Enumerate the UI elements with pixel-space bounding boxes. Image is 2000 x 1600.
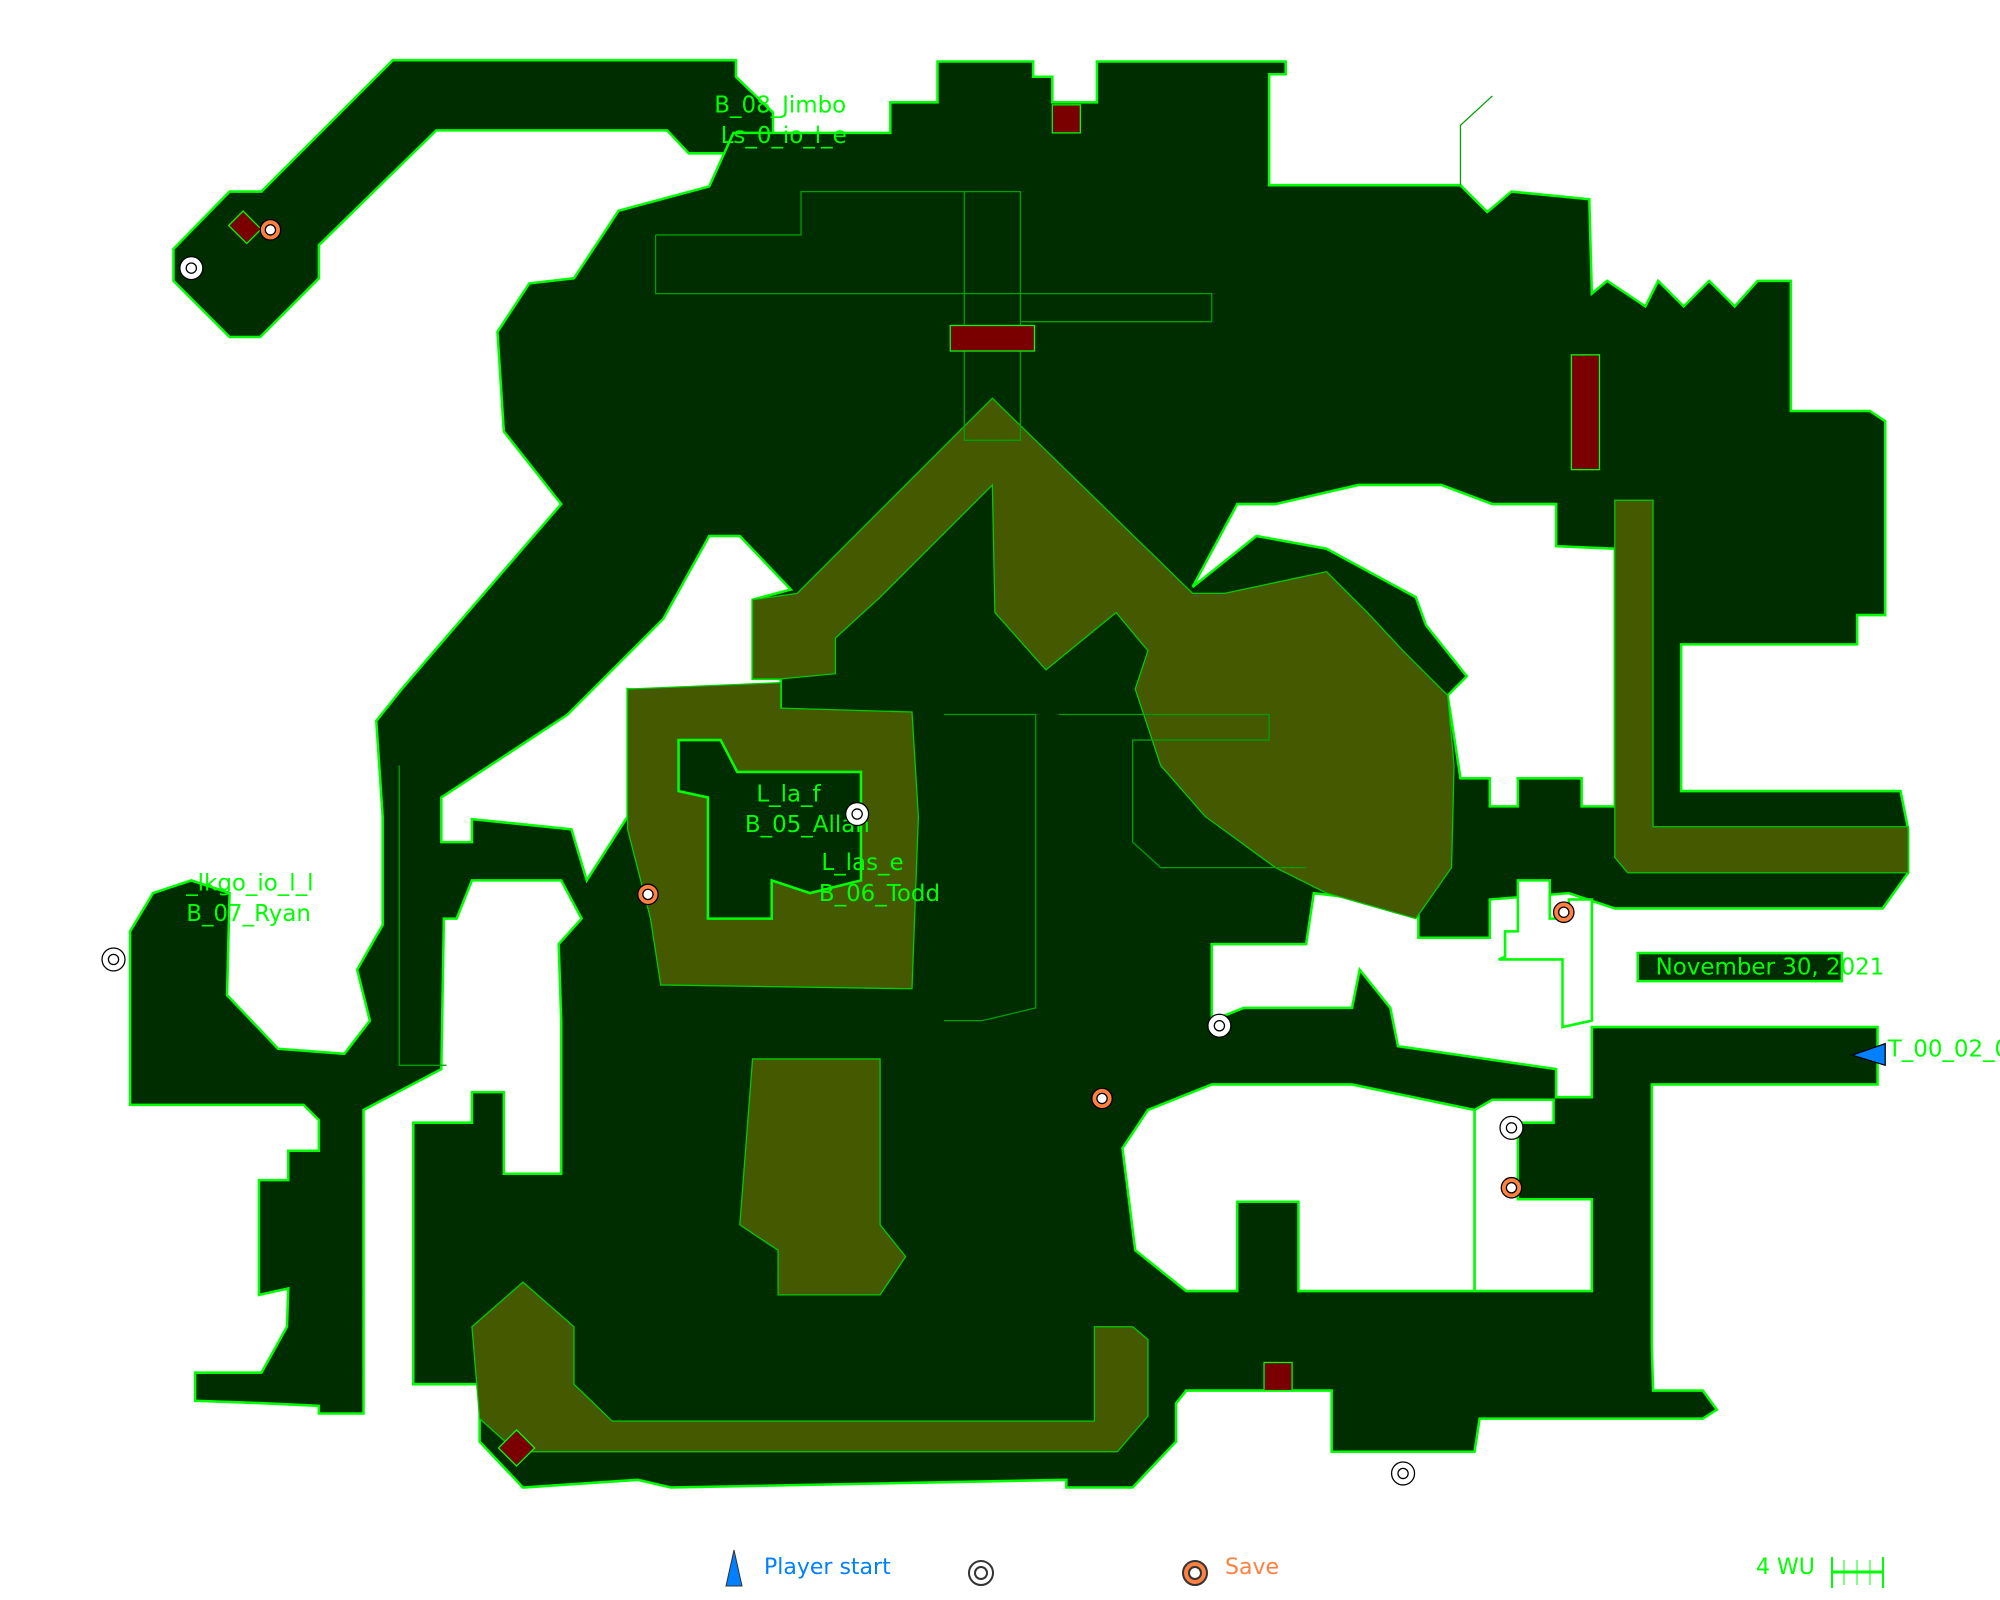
scale-bar [1831, 1557, 1884, 1588]
corridor-line [943, 713, 1037, 1022]
door [497, 1429, 536, 1467]
waypoint-icon[interactable] [1390, 1461, 1416, 1486]
label-ryan-top: _lkgo_io_l_l [185, 871, 313, 897]
door [1263, 1361, 1293, 1392]
label-b08-sub: Ls_0_io_l_e [721, 123, 847, 149]
door [1570, 354, 1601, 471]
door [227, 210, 263, 245]
label-allan-top: L_la_f [756, 781, 821, 807]
waypoint-icon[interactable] [845, 801, 870, 827]
courtyard-south-east [1473, 1098, 1594, 1293]
room-loop-inner [677, 738, 863, 920]
label-b07-ryan: B_07_Ryan [186, 901, 311, 927]
corridor-line [655, 190, 965, 236]
player-start-icon[interactable] [1849, 1042, 1886, 1067]
waypoint-icon[interactable] [101, 947, 126, 972]
highlight-south-room [739, 1058, 907, 1296]
courtyard-east [1191, 483, 1617, 808]
date-label: November 30, 2021 [1656, 955, 1885, 981]
door [949, 324, 1036, 352]
gap-north-east [1459, 95, 1493, 186]
waypoints [101, 255, 1524, 1486]
gap-east [1498, 879, 1594, 1029]
waypoint-icon[interactable] [1499, 1115, 1524, 1140]
highlight-south-u [471, 1281, 1149, 1453]
courtyard-south [1121, 1083, 1476, 1293]
corridor-line [1058, 713, 1307, 869]
label-todd-top: L_las_e [821, 850, 903, 876]
save-points [259, 219, 1575, 1199]
waypoint-icon[interactable] [1207, 1013, 1232, 1038]
waypoint-icon[interactable] [179, 255, 204, 281]
label-b06-todd: B_06_Todd [819, 881, 940, 907]
legend-save: Save [1225, 1555, 1280, 1580]
waypoint-legend-icon [968, 1560, 994, 1586]
date-box [1636, 951, 1844, 983]
player-start-label: T_00_02_0 [1887, 1036, 2000, 1062]
label-b08-jimbo: B_08_Jimbo [714, 93, 846, 119]
highlight-v-path [751, 397, 1455, 920]
player-start-legend-icon [725, 1549, 743, 1587]
highlight-east-strip [1614, 499, 1909, 874]
corridor-line [963, 190, 1022, 441]
corridor-line [398, 765, 447, 1066]
legend-player-start: Player start [764, 1555, 891, 1580]
save-legend-icon [1182, 1560, 1208, 1586]
corridor-line [654, 234, 1213, 323]
door [1051, 104, 1081, 134]
room-northwest-corridor [172, 58, 775, 339]
scale-label: 4 WU [1756, 1555, 1815, 1580]
